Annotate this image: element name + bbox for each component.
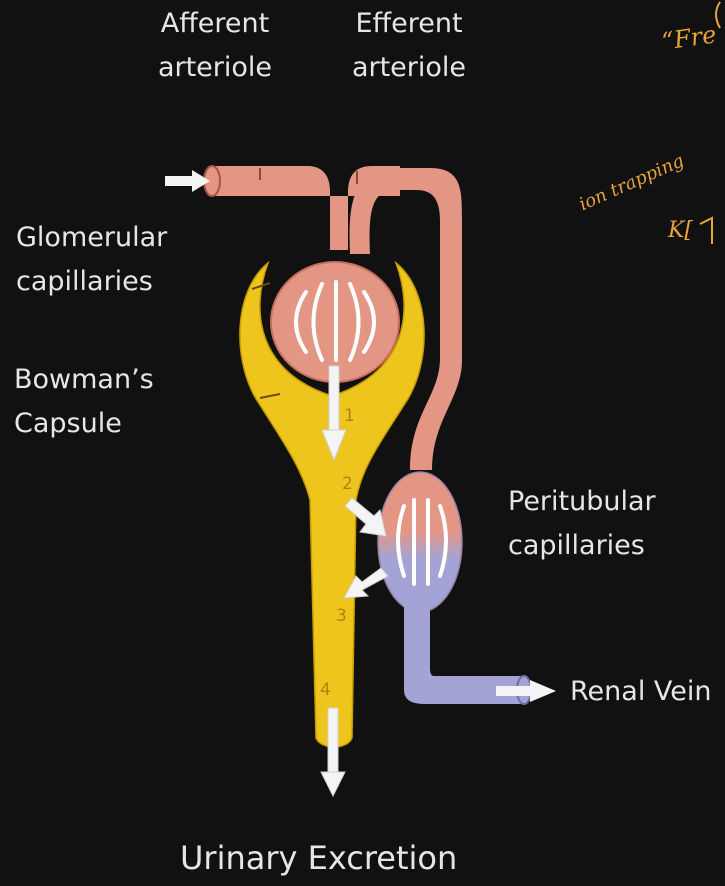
handwriting-paren xyxy=(716,2,720,28)
inflow-arrow xyxy=(165,170,210,192)
afferent-line-2: arteriole xyxy=(150,46,280,90)
renal-vein-label: Renal Vein xyxy=(570,670,712,714)
efferent-line-2: arteriole xyxy=(344,46,474,90)
step-number-1: 1 xyxy=(344,406,355,426)
bowmans-line-1: Bowman’s xyxy=(14,358,154,402)
glomerular-line-2: capillaries xyxy=(16,260,167,304)
handwriting-bracket xyxy=(700,218,712,244)
efferent-arteriole-label: Efferent arteriole xyxy=(344,2,474,90)
efferent-line-1: Efferent xyxy=(344,2,474,46)
afferent-line-1: Afferent xyxy=(150,2,280,46)
step-number-3: 3 xyxy=(336,606,347,626)
peritubular-capillary-shape xyxy=(378,472,462,612)
bowmans-line-2: Capsule xyxy=(14,402,154,446)
glomerular-capillaries-label: Glomerular capillaries xyxy=(16,216,167,304)
step-number-2: 2 xyxy=(342,474,353,494)
handwriting-fragment: K[ xyxy=(668,218,693,243)
urinary-excretion-label: Urinary Excretion xyxy=(180,836,457,880)
afferent-arteriole-label: Afferent arteriole xyxy=(150,2,280,90)
peritubular-line-1: Peritubular xyxy=(508,480,656,524)
bowmans-capsule-label: Bowman’s Capsule xyxy=(14,358,154,446)
peritubular-line-2: capillaries xyxy=(508,524,656,568)
glomerular-line-1: Glomerular xyxy=(16,216,167,260)
step-number-4: 4 xyxy=(320,680,331,700)
peritubular-capillaries-label: Peritubular capillaries xyxy=(508,480,656,568)
